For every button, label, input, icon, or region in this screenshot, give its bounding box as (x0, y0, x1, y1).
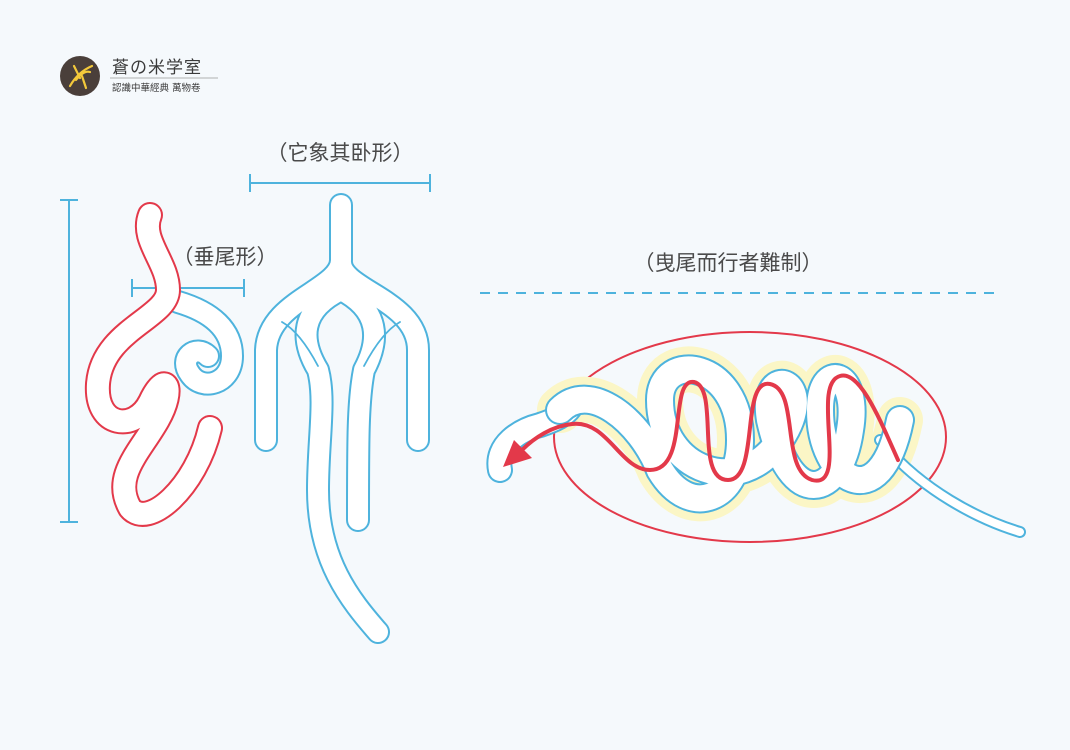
highlight-ellipse (553, 331, 947, 543)
dimension-line-hanging-tail (131, 279, 245, 297)
dimension-line-lying-form (249, 174, 431, 192)
label-dragging-tail: （曳尾而行者難制） (634, 251, 823, 275)
label-lying-form: （它象其卧形） (267, 141, 414, 165)
glyph-dragging-tail (486, 331, 1026, 543)
direction-arrow-icon (503, 440, 532, 467)
brand-logo: 蒼の米学室 認識中華經典 萬物卷 (60, 56, 218, 96)
brand-title: 蒼の米学室 (112, 58, 202, 78)
glyph-lying-form (254, 193, 430, 644)
brand-subtitle: 認識中華經典 萬物卷 (112, 82, 201, 94)
label-hanging-tail: （垂尾形） (173, 245, 278, 269)
dimension-line-vertical (60, 199, 78, 523)
glyph-hanging-tail (84, 202, 244, 527)
